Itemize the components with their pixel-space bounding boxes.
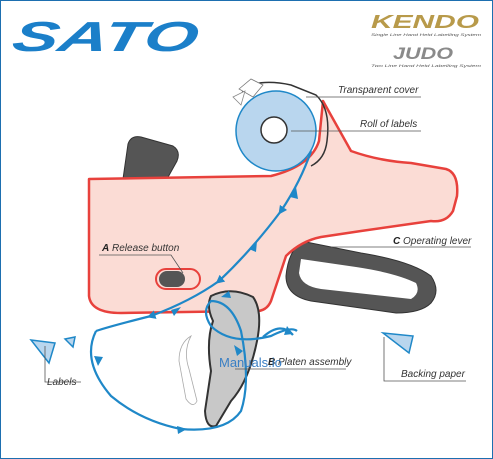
label-operating-lever: C Operating lever <box>393 236 472 247</box>
label-platen-assembly: B Platen assembly <box>268 357 352 368</box>
backing-paper-piece <box>380 331 414 355</box>
kendo-tagline: Single Line Hand Held Labelling System <box>371 32 482 37</box>
label-labels: Labels <box>47 377 76 388</box>
kendo-logo-text: KENDO <box>371 12 479 32</box>
release-letter: A <box>101 243 109 254</box>
judo-logo: JUDO Two Line Hand Held Labelling System <box>371 44 482 68</box>
judo-logo-text: JUDO <box>393 44 453 63</box>
judo-tagline: Two Line Hand Held Labelling System <box>371 63 482 68</box>
leader-lines <box>44 96 471 383</box>
label-transparent-cover: Transparent cover <box>338 85 419 96</box>
operating-text: Operating lever <box>400 236 472 247</box>
release-text: Release button <box>109 243 179 254</box>
roll-of-labels <box>235 90 317 172</box>
labels-piece <box>29 336 76 365</box>
path-arrows <box>94 187 298 434</box>
transparent-cover <box>236 81 329 167</box>
release-button <box>155 268 201 290</box>
label-backing-paper: Backing paper <box>401 369 466 380</box>
platen-letter: B <box>268 357 275 368</box>
sato-logo: SATO <box>8 13 203 59</box>
label-release-button: A Release button <box>101 243 180 254</box>
grip-top <box>122 136 179 180</box>
kendo-logo: KENDO Single Line Hand Held Labelling Sy… <box>371 12 482 37</box>
watermark: Manuals.io <box>219 355 282 370</box>
sato-logo-text: SATO <box>8 13 203 59</box>
label-roll-of-labels: Roll of labels <box>360 119 417 130</box>
operating-letter: C <box>393 236 401 247</box>
platen-text: Platen assembly <box>275 357 352 368</box>
